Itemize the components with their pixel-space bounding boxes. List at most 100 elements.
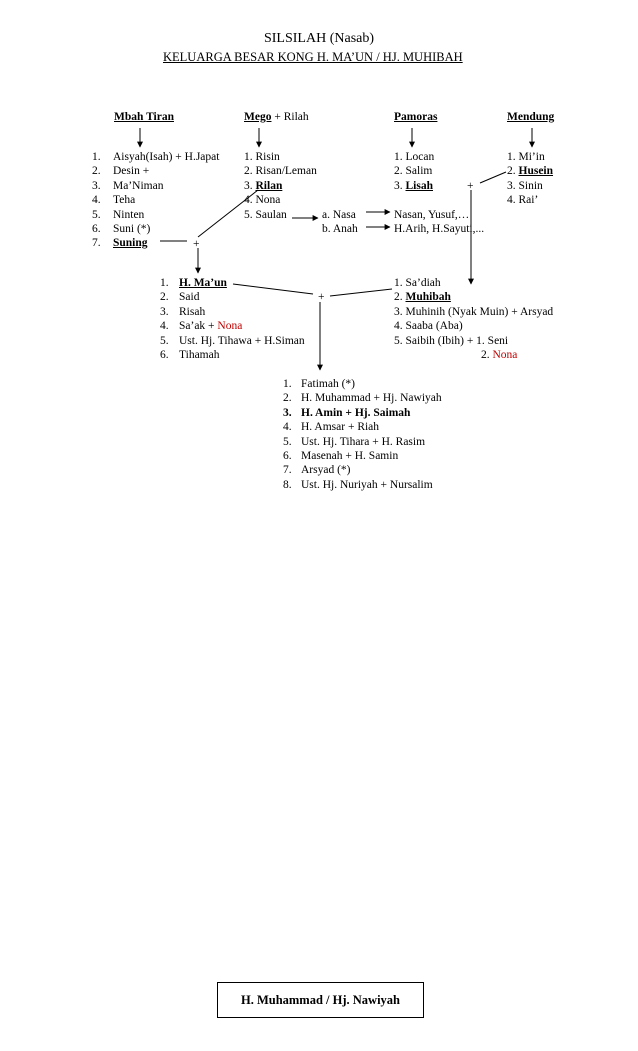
- list-item: 1. Sa’diah: [394, 276, 553, 290]
- list-item: 4. Sa’ak + Nona: [160, 319, 305, 333]
- item-number: 2.: [481, 349, 493, 361]
- item-number: 1.: [160, 277, 169, 289]
- item-number: 4.: [283, 421, 292, 434]
- item-text: Masenah + H. Samin: [301, 449, 399, 462]
- item-number: 2.: [92, 165, 101, 178]
- item-number: 7.: [92, 237, 101, 250]
- header-rilah: + Rilah: [271, 111, 309, 123]
- item-text: Desin +: [113, 165, 150, 178]
- saibih-wife-nona: 2. Nona: [481, 348, 517, 362]
- item-number: 4.: [160, 320, 169, 333]
- list-item: 1. Aisyah(Isah) + H.Japat: [92, 150, 219, 164]
- list-item: 3.Ma’Niman: [92, 179, 219, 193]
- saulan-child-nasa: a. Nasa: [322, 209, 356, 221]
- item-text: 4. Saaba (Aba): [394, 320, 463, 333]
- list-item: 5. Ust. Hj. Tihara + H. Rasim: [283, 435, 442, 449]
- item-text: Risah: [179, 305, 206, 318]
- item-text: Said: [179, 291, 200, 304]
- line-muhibah-plus: [329, 288, 393, 297]
- item-text: Fatimah (*): [301, 378, 355, 390]
- list-item: 1. Risin: [244, 150, 317, 164]
- item-number: 3.: [244, 179, 256, 192]
- list-item: 3.H. Amin + Hj. Saimah: [283, 406, 442, 420]
- list-item: 5. Ninten: [92, 208, 219, 222]
- plus-sign: +: [467, 180, 474, 192]
- header-mego-rilah: Mego + Rilah: [244, 110, 309, 124]
- item-text: 5. Saulan: [244, 208, 287, 221]
- list-item: 1. H. Ma’un: [160, 276, 305, 290]
- item-text: 1. Risin: [244, 151, 280, 163]
- item-number: 3.: [160, 305, 169, 318]
- line-maun-plus: [232, 283, 314, 295]
- pamoras-children: 1. Locan 2. Salim 3. Lisah: [394, 150, 434, 193]
- item-number: 5.: [92, 208, 101, 221]
- item-text: Suning: [113, 237, 148, 250]
- list-item: 2. Said: [160, 290, 305, 304]
- list-item: 5. Saibih (Ibih) + 1. Seni: [394, 334, 553, 348]
- line-husein-plus: [479, 171, 507, 184]
- item-text: Sa’ak +: [179, 320, 218, 333]
- item-text: H. Amsar + Riah: [301, 421, 380, 434]
- list-item: 3. Muhinih (Nyak Muin) + Arsyad: [394, 305, 553, 319]
- item-text: Muhibah: [405, 291, 451, 304]
- header-mendung: Mendung: [507, 111, 555, 123]
- list-item: 1. Mi’in: [507, 150, 553, 164]
- item-text: 2. Salim: [394, 165, 433, 178]
- item-text: 3. Muhinih (Nyak Muin) + Arsyad: [394, 305, 554, 318]
- list-item: 8.Ust. Hj. Nuriyah + Nursalim: [283, 478, 442, 492]
- item-text: Tihamah: [179, 348, 220, 361]
- item-number: 6.: [283, 449, 292, 462]
- item-text: H. Muhammad + Hj. Nawiyah: [301, 392, 442, 405]
- header-pamoras: Pamoras: [394, 111, 438, 123]
- item-number: 3.: [394, 179, 406, 192]
- list-item: 4. H. Amsar + Riah: [283, 420, 442, 434]
- item-text: Lisah: [405, 179, 434, 192]
- item-number: 2.: [283, 392, 292, 405]
- item-text: 2. Risan/Leman: [244, 165, 317, 178]
- page-subtitle: KELUARGA BESAR KONG H. MA’UN / HJ. MUHIB…: [163, 50, 463, 64]
- item-text: H. Ma’un: [179, 277, 227, 289]
- list-item: 3. Risah: [160, 305, 305, 319]
- list-item: 1. Locan: [394, 150, 434, 164]
- list-item: 1. Fatimah (*): [283, 377, 442, 391]
- item-text-red: Nona: [217, 320, 243, 333]
- item-number: 2.: [160, 291, 169, 304]
- item-number: 3.: [283, 406, 292, 419]
- item-number: 6.: [92, 222, 101, 235]
- item-number: 1.: [283, 378, 292, 390]
- list-item: 5. Saulan: [244, 208, 317, 222]
- item-text: 1. Locan: [394, 151, 435, 163]
- item-number: 4.: [92, 194, 101, 207]
- list-item: 4.Teha: [92, 193, 219, 207]
- list-item: 6. Tihamah: [160, 348, 305, 362]
- item-number: 6.: [160, 348, 169, 361]
- item-number: 5.: [283, 435, 292, 448]
- item-text: Aisyah(Isah) + H.Japat: [113, 151, 220, 163]
- list-item: 3. Rilan: [244, 179, 317, 193]
- mbah-tiran-children: 1. Aisyah(Isah) + H.Japat 2. Desin + 3.Ma’…: [92, 150, 219, 251]
- list-item: 2. Risan/Leman: [244, 164, 317, 178]
- page-title: SILSILAH (Nasab): [263, 31, 375, 46]
- item-text: 1. Mi’in: [507, 151, 545, 163]
- item-text: Ninten: [113, 208, 145, 221]
- list-item: 6.Suni (*): [92, 222, 219, 236]
- header-mego: Mego: [244, 111, 272, 123]
- maun-muhibah-children: 1. Fatimah (*) 2. H. Muhammad + Hj. Nawiya…: [283, 377, 442, 492]
- item-number: 5.: [160, 334, 169, 347]
- footer-text: H. Muhammad / Hj. Nawiyah: [240, 992, 401, 1007]
- item-text: Rilan: [255, 179, 283, 192]
- item-text: 1. Sa’diah: [394, 277, 441, 289]
- item-text: Ust. Hj. Tihawa + H.Siman: [179, 334, 305, 347]
- list-item: 3. Sinin: [507, 179, 553, 193]
- list-item: 4. Rai’: [507, 193, 553, 207]
- item-number: 3.: [92, 179, 101, 192]
- item-number: 2.: [507, 165, 519, 178]
- saulan-child-anah: b. Anah: [322, 223, 358, 235]
- list-item: 2. Husein: [507, 164, 553, 178]
- maun-siblings: 1. H. Ma’un 2. Said 3. Risah 4. Sa’ak + Nona…: [160, 276, 305, 362]
- nasa-children: Nasan, Yusuf,…: [394, 209, 470, 221]
- item-text: Ust. Hj. Tihara + H. Rasim: [301, 435, 426, 448]
- item-number: 1.: [92, 151, 101, 163]
- anah-children: H.Arih, H.Sayuti,...: [394, 223, 485, 235]
